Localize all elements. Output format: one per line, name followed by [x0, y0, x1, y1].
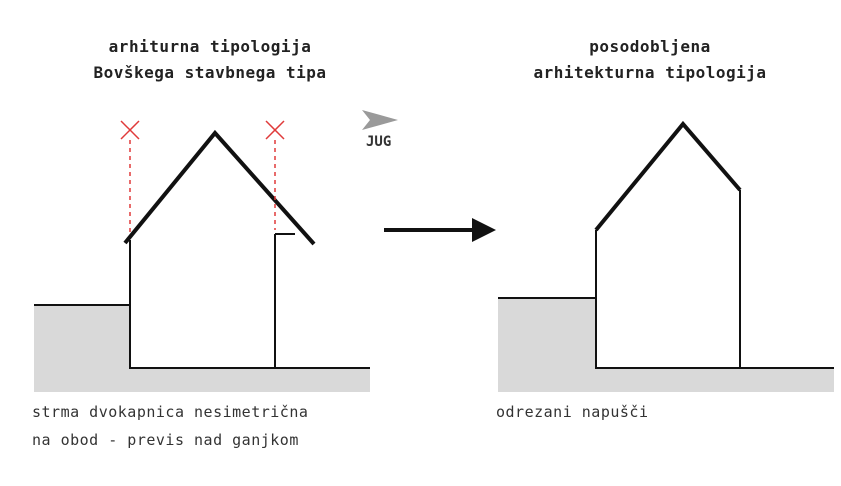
left-ground-fill	[34, 305, 370, 392]
left-caption-line2: na obod - previs nad ganjkom	[32, 431, 299, 449]
right-caption: odrezani napušči	[496, 398, 649, 426]
right-title-line2: arhitekturna tipologija	[533, 63, 767, 82]
left-x-marker-icon	[120, 120, 140, 140]
right-title: posodobljena arhitekturna tipologija	[470, 34, 830, 86]
left-roof	[123, 129, 316, 246]
left-title-line2: Bovškega stavbnega tipa	[93, 63, 327, 82]
right-ground-fill	[498, 298, 834, 392]
left-title-line1: arhiturna tipologija	[108, 37, 312, 56]
south-arrow-icon	[362, 110, 398, 130]
left-caption-line1: strma dvokapnica nesimetrična	[32, 403, 309, 421]
right-title-line1: posodobljena	[589, 37, 711, 56]
transition-arrow-head-icon	[472, 218, 496, 242]
right-x-marker-icon	[265, 120, 285, 140]
right-caption-line1: odrezani napušči	[496, 403, 649, 421]
left-caption: strma dvokapnica nesimetrična na obod - …	[32, 398, 308, 454]
left-title: arhiturna tipologija Bovškega stavbnega …	[40, 34, 380, 86]
south-label: JUG	[366, 134, 392, 150]
right-roof	[594, 120, 742, 232]
